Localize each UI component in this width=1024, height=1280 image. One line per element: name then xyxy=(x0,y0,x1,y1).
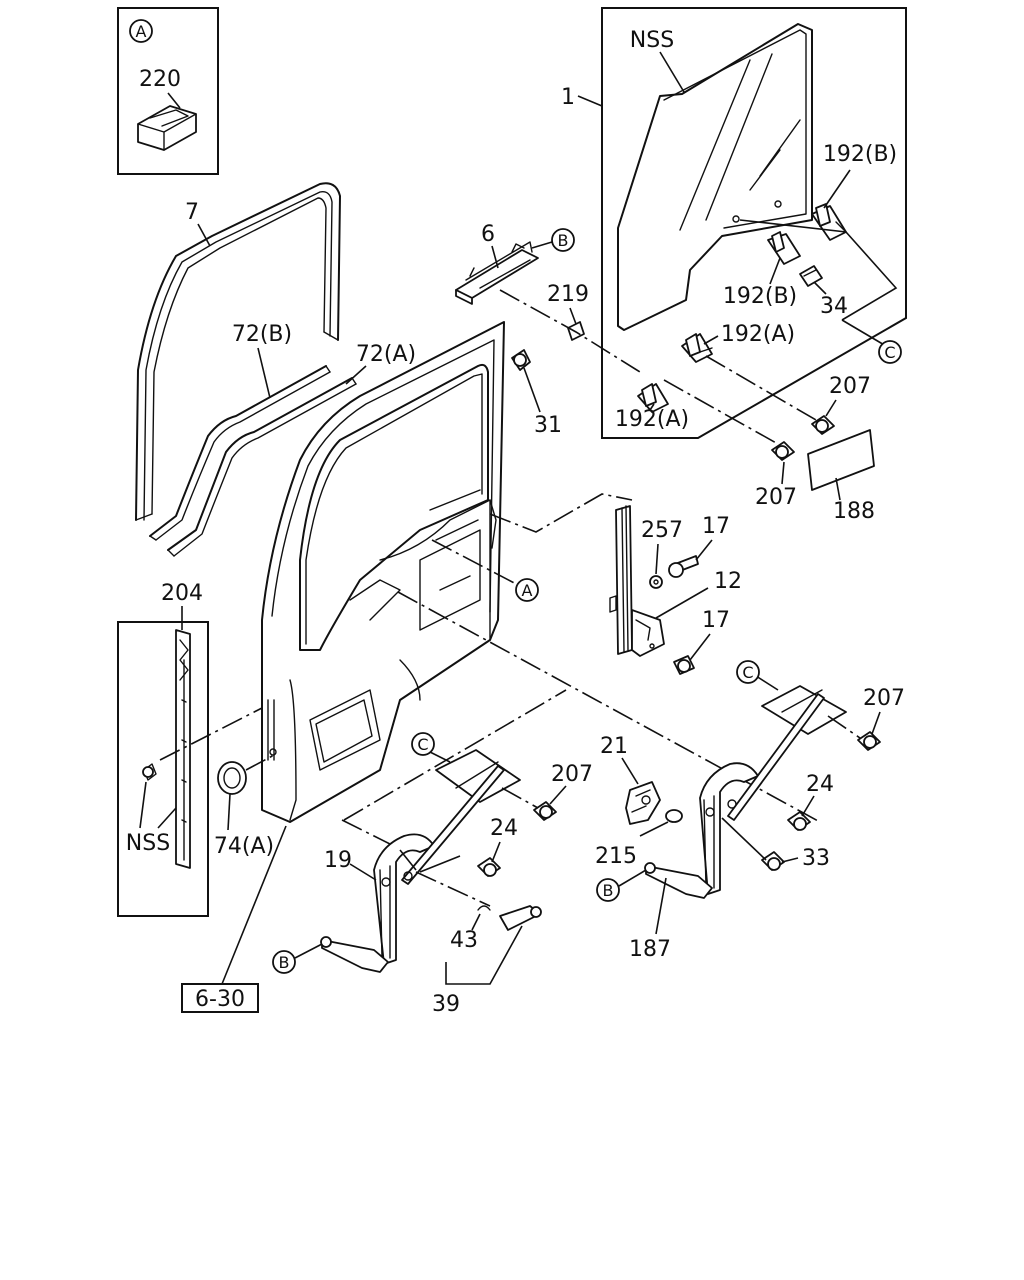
window-regulator-19 xyxy=(320,761,505,973)
label-204: 204 xyxy=(161,581,203,606)
label-220: 220 xyxy=(139,67,181,92)
ref-6-30: 6-30 xyxy=(195,987,245,1012)
label-31: 31 xyxy=(534,413,562,438)
bolt-207-right xyxy=(857,731,881,751)
label-207-left: 207 xyxy=(551,762,593,787)
clip-192b-upper xyxy=(811,203,847,241)
bolt-207-upper xyxy=(811,415,835,435)
bolt-207-left xyxy=(533,801,557,821)
grommet-31 xyxy=(511,349,531,371)
clip-220-part xyxy=(137,105,197,151)
label-7: 7 xyxy=(185,200,199,225)
ref-c-left: C xyxy=(417,735,428,754)
glass-inset-box xyxy=(601,7,907,439)
handle-43 xyxy=(477,905,542,931)
bolt-17-lower xyxy=(673,655,695,675)
bracket-192a-upper xyxy=(681,333,713,363)
sticker-188 xyxy=(807,429,875,491)
bolt-24-left xyxy=(477,857,501,877)
label-24-left: 24 xyxy=(490,816,518,841)
label-21: 21 xyxy=(600,734,628,759)
label-188: 188 xyxy=(833,499,875,524)
label-24-right: 24 xyxy=(806,772,834,797)
motor-21 xyxy=(625,781,661,825)
ref-b-right: B xyxy=(603,881,614,900)
ref-c-right: C xyxy=(742,663,753,682)
weatherstrip-7 xyxy=(135,182,341,521)
ref-c-glass: C xyxy=(884,343,895,362)
window-channel-12 xyxy=(609,505,665,657)
label-187: 187 xyxy=(629,937,671,962)
label-219: 219 xyxy=(547,282,589,307)
inset-a-box: A 220 xyxy=(117,7,219,175)
ref-b-left: B xyxy=(279,953,290,972)
window-regulator-187 xyxy=(644,689,825,899)
label-1: 1 xyxy=(561,85,575,110)
label-72b: 72(B) xyxy=(232,322,292,347)
label-12: 12 xyxy=(714,569,742,594)
label-192b-upper: 192(B) xyxy=(823,142,897,167)
label-207-right: 207 xyxy=(863,686,905,711)
label-nss-trim: NSS xyxy=(126,831,170,856)
belt-moulding-72b xyxy=(149,365,331,541)
grommet-74a xyxy=(217,761,247,795)
label-257: 257 xyxy=(641,518,683,543)
label-nss-glass: NSS xyxy=(630,28,674,53)
sticker-c-left xyxy=(435,749,521,803)
bolt-24-right xyxy=(787,811,811,831)
clip-34 xyxy=(799,265,823,287)
bolt-207-lower xyxy=(771,441,795,461)
label-207-lower: 207 xyxy=(755,485,797,510)
label-17-lower: 17 xyxy=(702,608,730,633)
bolt-17-upper xyxy=(668,555,699,578)
label-33: 33 xyxy=(802,846,830,871)
washer-257 xyxy=(649,575,663,589)
clip-192b-lower xyxy=(767,231,801,265)
inset-a-letter: A xyxy=(136,22,147,41)
label-192a-upper: 192(A) xyxy=(721,322,795,347)
label-39: 39 xyxy=(432,992,460,1017)
grommet-215 xyxy=(665,809,683,823)
window-glass xyxy=(617,23,813,331)
inset-204-box xyxy=(117,621,209,917)
clip-219 xyxy=(567,321,585,341)
label-34: 34 xyxy=(820,294,848,319)
screw-33 xyxy=(761,851,785,871)
label-207-upper: 207 xyxy=(829,374,871,399)
ref-b-channel: B xyxy=(558,231,569,250)
label-72a: 72(A) xyxy=(356,342,416,367)
ref-a-door: A xyxy=(522,581,533,600)
sticker-c-right xyxy=(761,685,847,735)
label-215: 215 xyxy=(595,844,637,869)
label-192a-lower: 192(A) xyxy=(615,407,689,432)
label-6: 6 xyxy=(481,222,495,247)
label-19: 19 xyxy=(324,848,352,873)
label-17-upper: 17 xyxy=(702,514,730,539)
label-74a: 74(A) xyxy=(214,834,274,859)
label-43: 43 xyxy=(450,928,478,953)
door-inner-panel xyxy=(261,321,505,823)
bracket-192a-lower xyxy=(637,383,669,413)
label-192b-lower: 192(B) xyxy=(723,284,797,309)
glass-run-channel-6 xyxy=(455,241,539,305)
